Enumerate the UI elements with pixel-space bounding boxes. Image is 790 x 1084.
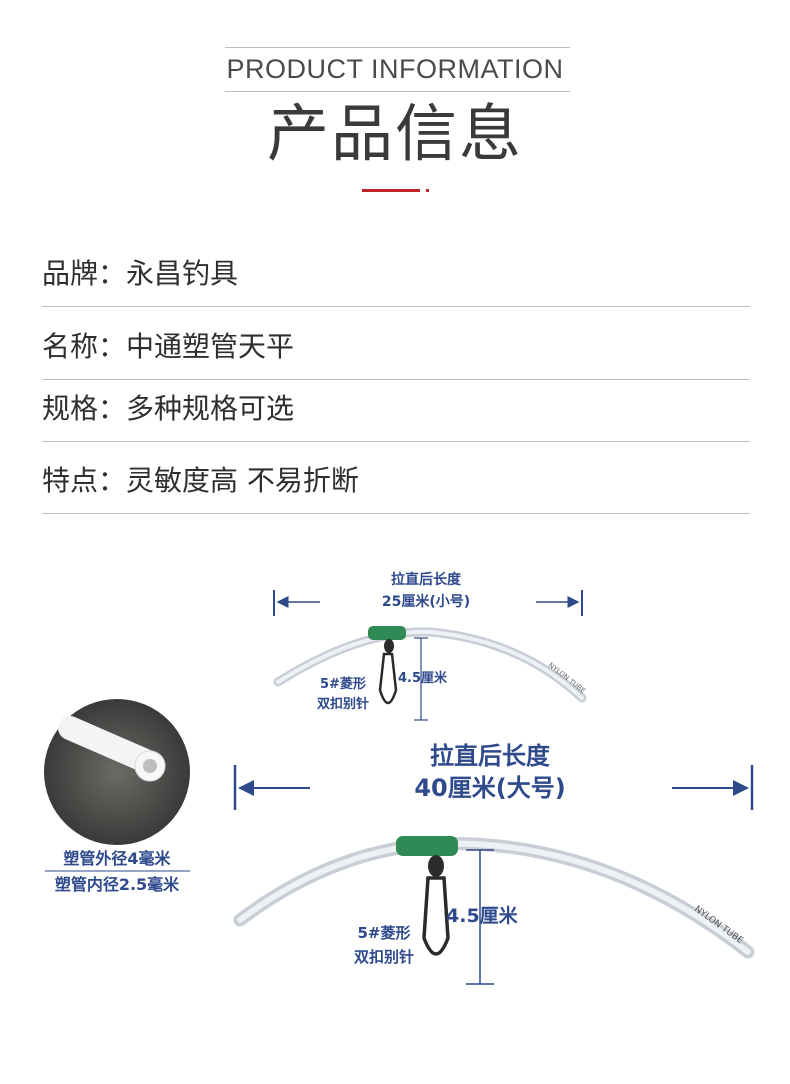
large-height-label: 4.5厘米 (446, 904, 519, 927)
accent-bar (362, 189, 420, 192)
large-swivel (428, 855, 444, 877)
large-clip-line2: 双扣别针 (354, 948, 414, 966)
small-snap-clip (378, 652, 398, 705)
chinese-title: 产品信息 (266, 97, 523, 170)
info-row-brand: 品牌：永昌钓具 (42, 240, 750, 307)
small-clip-line1: 5#菱形 (320, 676, 366, 692)
info-row-text: 名称：中通塑管天平 (42, 330, 295, 363)
info-row-text: 规格：多种规格可选 (42, 392, 295, 425)
tube-photo-bore (143, 759, 157, 773)
tube-photo-body (58, 716, 160, 774)
info-row-name: 名称：中通塑管天平 (42, 306, 750, 380)
large-snap-clip (422, 876, 450, 956)
tube-photo: 塑管外径4毫米 塑管内径2.5毫米 (44, 699, 190, 894)
section-header: PRODUCT INFORMATION 产品信息 (0, 0, 790, 210)
large-tube (233, 837, 755, 959)
small-height-label: 4.5厘米 (398, 670, 448, 686)
small-connector (368, 626, 406, 640)
info-row-feature: 特点：灵敏度高 不易折断 (42, 441, 750, 514)
large-clip-line1: 5#菱形 (357, 924, 410, 942)
large-length-line2: 40厘米(大号) (414, 774, 565, 802)
header-bottom-rule (225, 91, 570, 92)
diagram-svg: 拉直后长度 25厘米(小号) NYLON TUBE 4.5厘米 5#菱形 双扣别… (44, 571, 755, 985)
info-row-text: 品牌：永昌钓具 (42, 257, 239, 290)
tube-outer-spec: 塑管外径4毫米 (63, 849, 171, 868)
large-connector (396, 836, 458, 856)
small-clip-line2: 双扣别针 (317, 696, 369, 712)
small-swivel (384, 639, 394, 653)
info-row-text: 特点：灵敏度高 不易折断 (42, 464, 359, 497)
english-title: PRODUCT INFORMATION (226, 54, 564, 84)
small-rig: 拉直后长度 25厘米(小号) NYLON TUBE 4.5厘米 5#菱形 双扣别… (273, 571, 587, 721)
product-diagram: 拉直后长度 25厘米(小号) NYLON TUBE 4.5厘米 5#菱形 双扣别… (0, 540, 790, 1084)
header-top-rule (225, 47, 570, 48)
accent-dot (426, 189, 429, 192)
info-row-spec: 规格：多种规格可选 (42, 379, 750, 442)
small-tube-highlight (276, 629, 584, 700)
small-length-line2: 25厘米(小号) (382, 593, 470, 610)
large-rig: 拉直后长度 40厘米(大号) NYLON TUBE 4.5厘米 5#菱形 双扣别… (233, 742, 755, 985)
small-length-line1: 拉直后长度 (391, 571, 462, 588)
large-length-line1: 拉直后长度 (430, 742, 551, 770)
tube-inner-spec: 塑管内径2.5毫米 (55, 875, 180, 894)
